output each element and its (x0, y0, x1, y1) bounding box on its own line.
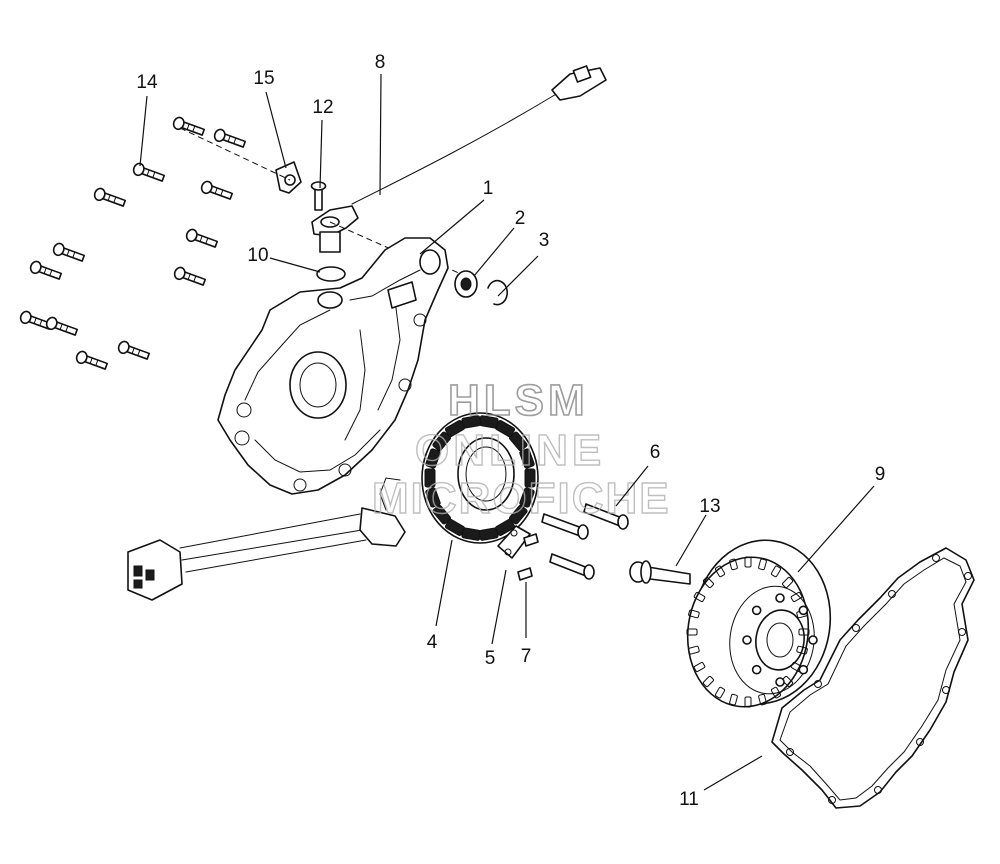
stator-pole (425, 448, 441, 469)
stator-pole (432, 431, 451, 452)
rotor-slot (714, 565, 726, 578)
rotor-slot (693, 661, 706, 673)
watermark-line-2: ONLINE (415, 426, 605, 475)
bolt (117, 340, 151, 360)
callout-9: 9 (875, 464, 886, 485)
callout-8: 8 (375, 52, 386, 73)
callout-1: 1 (483, 178, 494, 199)
rotor-hole (775, 677, 785, 687)
callout-2: 2 (515, 208, 526, 229)
rotor-hole (751, 605, 762, 616)
callout-7: 7 (521, 646, 532, 667)
callout-12: 12 (312, 97, 333, 118)
callout-15: 15 (253, 68, 274, 89)
o-ring (316, 266, 346, 282)
stator-cover (217, 237, 449, 495)
rotor-slot (790, 591, 803, 603)
rotor-slot (688, 609, 700, 619)
rotor-slot (798, 628, 810, 636)
rotor-slot (782, 576, 794, 589)
bolt (29, 260, 63, 280)
stator-pole (494, 518, 516, 536)
watermark-line-3: MICROFICHE (372, 474, 671, 523)
callout-5: 5 (485, 648, 496, 669)
rotor-slot (758, 558, 767, 571)
callout-4: 4 (427, 632, 438, 653)
rotor-slot (729, 558, 738, 571)
stator-pole (425, 487, 441, 508)
speed-sensor (311, 65, 607, 253)
rotor-slot (782, 675, 794, 688)
cable-clamp (275, 161, 302, 194)
bolt (185, 228, 219, 248)
bearing (454, 270, 478, 298)
stator-wiring-harness (127, 477, 406, 601)
stator-pole (509, 504, 528, 525)
cover-gasket (771, 547, 975, 809)
retaining-plate (497, 525, 531, 559)
rotor-slot (770, 565, 782, 578)
stator-pole (444, 420, 466, 438)
stator-pole (424, 468, 436, 488)
watermark-line-1: HLSM (448, 376, 589, 425)
rotor-slot (686, 628, 698, 636)
rotor-slot (693, 591, 706, 603)
rotor-slot (770, 686, 782, 699)
rotor-slot (758, 693, 767, 706)
callout-11: 11 (679, 789, 699, 810)
bolt (213, 128, 247, 148)
rotor-slot (688, 645, 700, 655)
bolt (93, 187, 127, 207)
rotor-slot (702, 675, 714, 688)
callout-10: 10 (247, 245, 268, 266)
rotor-hole (775, 593, 785, 603)
rotor-hole (798, 664, 809, 675)
rotor-slot (714, 686, 726, 699)
rotor-slot (744, 696, 752, 708)
leader-lines (139, 73, 875, 791)
rotor-flywheel (686, 539, 832, 708)
bolt (75, 350, 109, 370)
bolt-set (19, 116, 247, 370)
bolt (200, 180, 234, 200)
callout-14: 14 (136, 72, 158, 93)
circlip (487, 279, 509, 306)
callouts: 1 2 3 4 5 6 7 8 9 10 11 12 13 14 15 (136, 52, 885, 810)
callout-6: 6 (650, 442, 661, 463)
rotor-hole (798, 605, 809, 616)
rotor-hole (808, 635, 818, 645)
stator-pole (519, 487, 535, 508)
rotor-hole (751, 664, 762, 675)
rotor-slot (729, 693, 738, 706)
stator (421, 412, 539, 544)
bolt (45, 316, 79, 336)
stator-pole (524, 468, 536, 488)
bolt (172, 116, 206, 136)
callout-3: 3 (539, 230, 550, 251)
rotor-hole (742, 635, 752, 645)
sensor-screw (310, 181, 327, 211)
bolt (132, 162, 166, 182)
plate-screws (517, 533, 539, 581)
rotor-slot (702, 576, 714, 589)
rotor-slot (744, 556, 752, 568)
callout-13: 13 (699, 496, 720, 517)
bolt (52, 242, 86, 262)
bolt (173, 266, 207, 286)
rotor-slot (796, 645, 808, 655)
rotor-bolt (629, 560, 691, 585)
stator-bolts (541, 503, 629, 580)
stator-pole (519, 448, 535, 469)
watermark: HLSM ONLINE MICROFICHE (371, 375, 671, 524)
